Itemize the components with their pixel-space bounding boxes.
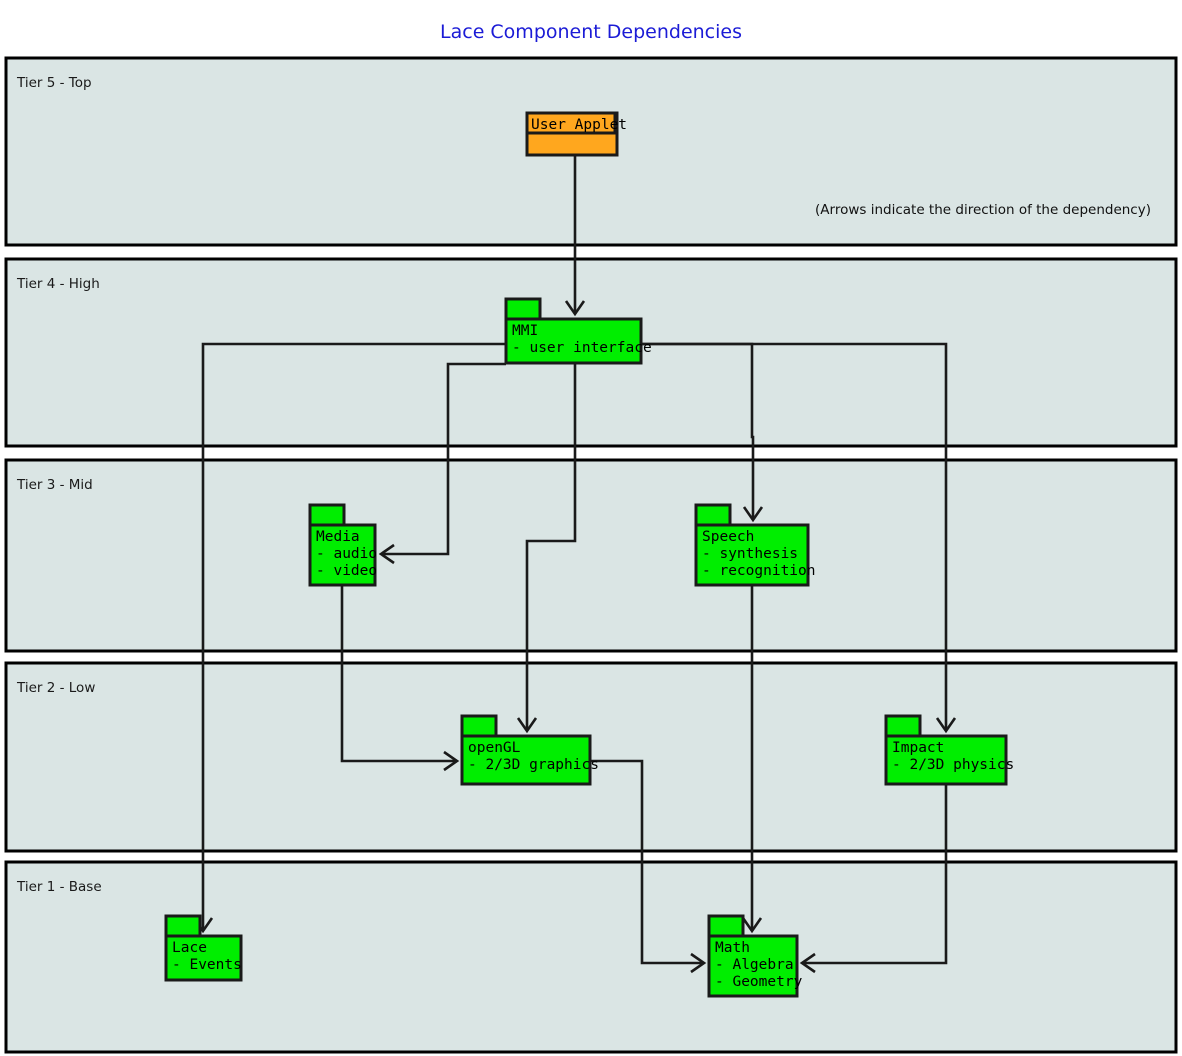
package-math[interactable]: Math- Algebra- Geometry [707, 914, 803, 998]
package-name-impact: Impact [892, 740, 944, 756]
dep-impact-math-arrowhead-icon [799, 952, 816, 974]
package-opengl[interactable]: openGL- 2/3D graphics [460, 714, 599, 786]
dep-mmi-media-arrowhead-icon [378, 543, 395, 565]
package-tab-user-applet [525, 111, 617, 135]
package-tab-speech [694, 503, 732, 527]
tier-group-tier4: Tier 4 - High [4, 257, 1178, 448]
package-name-mmi: MMI [512, 323, 538, 339]
dep-impact-math-line [804, 784, 948, 965]
package-body-media [308, 523, 377, 587]
package-tab-math [707, 914, 745, 938]
package-item-speech-0: - synthesis [702, 546, 798, 562]
package-item-speech-1: - recognition [702, 563, 816, 579]
package-item-media-1: - video [316, 563, 377, 579]
tier-label-tier5: Tier 5 - Top [16, 75, 92, 91]
package-item-lace-0: - Events [172, 957, 242, 973]
package-name-math: Math [715, 940, 750, 956]
package-impact[interactable]: Impact- 2/3D physics [884, 714, 1014, 786]
package-media[interactable]: Media- audio- video [308, 503, 377, 587]
package-tab-mmi [504, 297, 542, 321]
dep-speech-math [741, 585, 763, 934]
dep-media-opengl-arrowhead-icon [443, 750, 460, 772]
package-name-user-applet: User Applet [531, 117, 627, 133]
package-body-math [707, 934, 799, 998]
dep-speech-math-arrowhead-icon [741, 917, 763, 934]
dep-mmi-impact-arrowhead-icon [935, 717, 957, 734]
tier-panel-tier4 [4, 257, 1178, 448]
dep-mmi-opengl-line [525, 364, 577, 729]
package-body-impact [884, 734, 1008, 786]
dep-mmi-opengl [516, 364, 577, 734]
package-item-math-0: - Algebra [715, 957, 794, 973]
tier-label-tier1: Tier 1 - Base [16, 879, 102, 895]
dep-mmi-lace-line [201, 342, 506, 929]
package-tab-lace [164, 914, 202, 938]
package-name-speech: Speech [702, 529, 754, 545]
dep-mmi-media [378, 362, 506, 565]
package-lace[interactable]: Lace- Events [164, 914, 243, 982]
arrow-direction-note: (Arrows indicate the direction of the de… [815, 202, 1151, 218]
note-layer: (Arrows indicate the direction of the de… [815, 202, 1151, 218]
package-name-opengl: openGL [468, 740, 521, 756]
dep-mmi-opengl-arrowhead-icon [516, 717, 538, 734]
tier-label-tier2: Tier 2 - Low [16, 680, 95, 696]
page-title: Lace Component Dependencies [440, 21, 742, 43]
package-tab-opengl [460, 714, 498, 738]
tier-group-tier3: Tier 3 - Mid [4, 458, 1178, 653]
package-item-opengl-0: - 2/3D graphics [468, 757, 599, 773]
package-name-lace: Lace [172, 940, 207, 956]
dep-user-applet-mmi-arrowhead-icon [564, 300, 586, 317]
package-user-applet[interactable]: User Applet [525, 111, 627, 157]
tier-label-tier3: Tier 3 - Mid [16, 477, 93, 493]
package-body-lace [164, 934, 243, 982]
dep-mmi-speech-arrowhead-icon [742, 506, 764, 523]
package-tab-media [308, 503, 346, 527]
dep-mmi-media-line [383, 362, 506, 556]
package-name-media: Media [316, 529, 360, 545]
package-tab-impact [884, 714, 922, 738]
package-item-math-1: - Geometry [715, 974, 803, 990]
dep-media-opengl-line [340, 585, 455, 763]
dep-mmi-impact-line [641, 342, 948, 729]
package-mmi[interactable]: MMI- user interface [504, 297, 652, 365]
dep-opengl-math-arrowhead-icon [690, 952, 707, 974]
dep-user-applet-mmi [564, 156, 586, 317]
tier-label-tier4: Tier 4 - High [16, 276, 100, 292]
dep-impact-math [799, 784, 948, 974]
package-body-opengl [460, 734, 592, 786]
package-item-mmi-0: - user interface [512, 340, 652, 356]
package-item-media-0: - audio [316, 546, 377, 562]
package-item-impact-0: - 2/3D physics [892, 757, 1014, 773]
tier-panel-tier3 [4, 458, 1178, 653]
dep-opengl-math-line [590, 759, 702, 965]
title-layer: Lace Component Dependencies [440, 21, 742, 43]
dep-media-opengl [340, 585, 460, 772]
package-body-speech [694, 523, 810, 587]
package-body-mmi [504, 317, 643, 365]
dep-opengl-math [590, 759, 707, 974]
package-speech[interactable]: Speech- synthesis- recognition [694, 503, 816, 587]
dep-mmi-impact [641, 342, 957, 734]
dependency-layer [192, 156, 957, 974]
